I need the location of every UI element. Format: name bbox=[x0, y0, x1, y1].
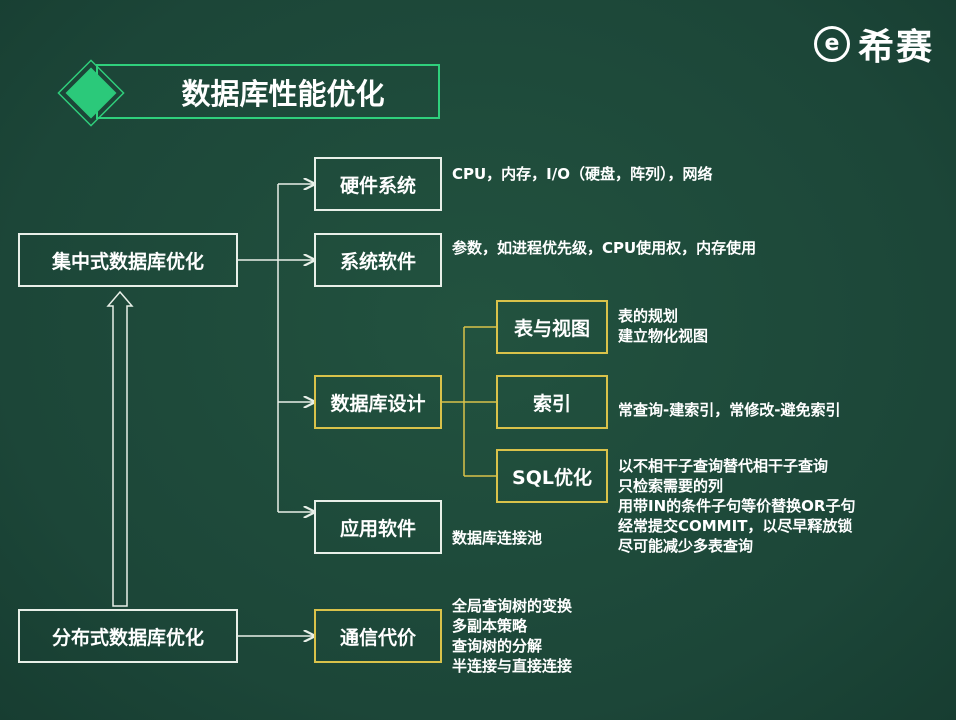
note-sql-opt: 以不相干子查询替代相干子查询 只检索需要的列 用带IN的条件子句等价替换OR子句… bbox=[618, 456, 855, 556]
node-app-software: 应用软件 bbox=[314, 500, 442, 554]
node-tables-views: 表与视图 bbox=[496, 300, 608, 354]
note-line: 只检索需要的列 bbox=[618, 477, 724, 495]
node-distributed: 分布式数据库优化 bbox=[18, 609, 238, 663]
note-line: 半连接与直接连接 bbox=[452, 657, 573, 675]
brand-logo: e 希赛 bbox=[813, 18, 934, 70]
brand-name: 希赛 bbox=[857, 27, 934, 68]
node-sql-opt: SQL优化 bbox=[496, 449, 608, 503]
note-line: 用带IN的条件子句等价替换OR子句 bbox=[618, 497, 856, 515]
node-communication: 通信代价 bbox=[314, 609, 442, 663]
node-index: 索引 bbox=[496, 375, 608, 429]
node-db-design: 数据库设计 bbox=[314, 375, 442, 429]
note-index: 常查询-建索引，常修改-避免索引 bbox=[618, 401, 841, 419]
note-hardware: CPU，内存，I/O（硬盘，阵列），网络 bbox=[452, 165, 713, 183]
note-line: 尽可能减少多表查询 bbox=[618, 537, 754, 555]
node-system-software: 系统软件 bbox=[314, 233, 442, 287]
note-line: 经常提交COMMIT，以尽早释放锁 bbox=[618, 517, 853, 535]
note-line: 全局查询树的变换 bbox=[452, 597, 573, 615]
node-hardware: 硬件系统 bbox=[314, 157, 442, 211]
note-system-software: 参数，如进程优先级，CPU使用权，内存使用 bbox=[452, 239, 757, 257]
up-arrow-icon bbox=[106, 290, 134, 607]
note-communication: 全局查询树的变换 多副本策略 查询树的分解 半连接与直接连接 bbox=[452, 596, 572, 676]
note-line: 建立物化视图 bbox=[618, 327, 709, 345]
note-tables-views: 表的规划 建立物化视图 bbox=[618, 306, 708, 346]
page-title: 数据库性能优化 bbox=[181, 76, 385, 111]
brand-mark-icon: e bbox=[813, 26, 850, 62]
title-banner: 数据库性能优化 bbox=[96, 64, 440, 119]
note-line: 多副本策略 bbox=[452, 617, 528, 635]
note-app-software: 数据库连接池 bbox=[452, 529, 543, 547]
note-line: 表的规划 bbox=[618, 307, 679, 325]
note-line: 查询树的分解 bbox=[452, 637, 543, 655]
node-centralized: 集中式数据库优化 bbox=[18, 233, 238, 287]
note-line: 以不相干子查询替代相干子查询 bbox=[618, 457, 829, 475]
